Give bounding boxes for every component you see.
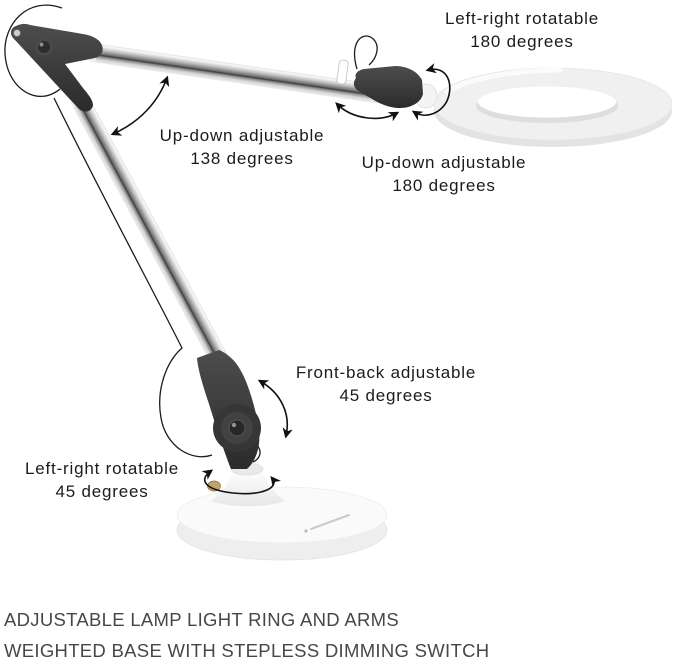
- caption-line-2: WEIGHTED BASE WITH STEPLESS DIMMING SWIT…: [4, 639, 490, 661]
- upper-arm: [89, 43, 381, 104]
- power-cable-lower: [53, 97, 213, 458]
- annotation-line: 45 degrees: [339, 386, 433, 405]
- annotation-line: 138 degrees: [190, 149, 294, 168]
- annotation-line: 45 degrees: [55, 482, 149, 501]
- power-cable-loop-head: [353, 35, 378, 70]
- cable-clip: [336, 59, 349, 85]
- head-joint: [353, 66, 423, 108]
- power-cable-loop-elbow: [4, 4, 63, 98]
- head-tilt-arrow-icon: [335, 102, 400, 122]
- head-rotation-arrow-icon: [411, 63, 451, 121]
- annotation-line: Left-right rotatable: [25, 459, 179, 478]
- annotation-base-tilt: Front-back adjustable 45 degrees: [276, 361, 496, 407]
- annotation-line: Up-down adjustable: [159, 126, 325, 145]
- base-mount-cone: [211, 469, 285, 507]
- base-joint: [197, 350, 261, 469]
- base-tilt-arrow-icon: [257, 379, 293, 439]
- elbow-pin: [13, 29, 21, 37]
- annotation-line: Left-right rotatable: [445, 9, 599, 28]
- annotation-head-rotation: Left-right rotatable 180 degrees: [412, 7, 632, 53]
- annotation-line: 180 degrees: [392, 176, 496, 195]
- annotation-line: 180 degrees: [470, 32, 574, 51]
- elbow-adjust-arrow-icon: [110, 75, 170, 136]
- weighted-base: [176, 462, 388, 561]
- base-rotation-arrow-icon: [201, 469, 281, 495]
- annotation-base-rotation: Left-right rotatable 45 degrees: [0, 457, 204, 503]
- caption-line-1: ADJUSTABLE LAMP LIGHT RING AND ARMS: [4, 609, 399, 630]
- annotation-line: Front-back adjustable: [295, 363, 477, 382]
- elbow-joint: [10, 23, 103, 112]
- ring-light: [433, 67, 673, 147]
- annotation-head-tilt: Up-down adjustable 180 degrees: [334, 151, 554, 197]
- annotation-line: Up-down adjustable: [361, 153, 527, 172]
- annotation-elbow-adjust: Up-down adjustable 138 degrees: [132, 124, 352, 170]
- product-caption: ADJUSTABLE LAMP LIGHT RING AND ARMS WEIG…: [4, 605, 489, 662]
- base-hinge-screw: [228, 419, 246, 437]
- dimmer-slider: [304, 514, 350, 533]
